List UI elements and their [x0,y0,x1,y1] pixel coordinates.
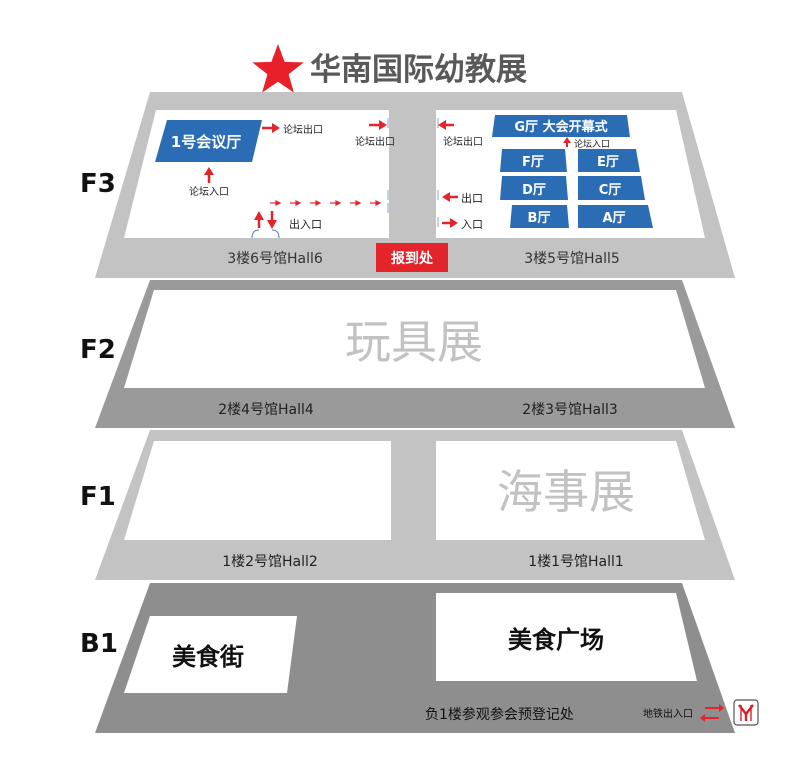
room-b-label: B厅 [528,211,551,226]
f3-right-hall-label: 3楼5号馆Hall5 [524,251,620,267]
forum-exit-label-2: 论坛出口 [355,135,395,148]
food-plaza-label: 美食广场 [508,626,604,654]
room-g-opening-ceremony[interactable] [492,115,630,137]
door-icon [251,229,280,239]
arrow-up-icon [204,167,214,183]
room-1-label: 1号会议厅 [171,133,241,151]
exit-entrance-label: 出入口 [289,217,322,231]
f1-right-hall-area [436,441,705,540]
entrance-label: 入口 [461,218,483,231]
map-title: 华南国际幼教展 [310,52,527,88]
room-a-label: A厅 [602,211,625,226]
star-icon [252,44,304,93]
f3-left-hall-label: 3楼6号馆Hall6 [227,251,323,267]
arrow-up-icon [254,211,264,228]
arrow-up-icon [563,137,571,147]
food-plaza-area[interactable] [436,593,697,681]
arrow-right-icon [262,123,280,133]
arrow-down-icon [267,211,277,229]
food-street-label: 美食街 [172,643,244,671]
door-marks [387,118,439,227]
metro-icon[interactable] [733,699,759,726]
room-f-label: F厅 [522,155,544,170]
room-e-label: E厅 [597,155,619,170]
arrow-right-icon [369,120,387,130]
f2-exhibit-label: 玩具展 [345,315,483,369]
room-a[interactable] [578,205,653,228]
room-d-label: D厅 [522,183,546,198]
f1-exhibit-label: 海事展 [497,465,635,519]
metro-arrows-icon [700,704,724,722]
arrow-left-icon [438,120,454,130]
metro-label: 地铁出入口 [643,707,693,720]
f2-left-hall-label: 2楼4号馆Hall4 [218,402,314,418]
floor-f3: 1号会议厅 论坛出口 论坛出口 论坛入口 [95,92,735,278]
forum-exit-label-1: 论坛出口 [283,123,323,136]
floor-label-f3: F3 [80,169,116,199]
floor-f2: 玩具展 2楼4号馆Hall4 2楼3号馆Hall3 [95,280,735,428]
room-c[interactable] [578,176,645,200]
f2-hall-area [124,290,705,388]
forum-entrance-label-right: 论坛入口 [574,138,610,150]
forum-entrance-label: 论坛入口 [189,185,229,198]
room-c-label: C厅 [599,183,622,198]
room-d[interactable] [500,176,568,200]
arrow-left-icon [442,192,458,202]
floor-label-b1: B1 [80,629,118,659]
f1-left-hall-label: 1楼2号馆Hall2 [222,554,318,570]
checkin-desk[interactable] [376,243,448,272]
floor-f1: 海事展 1楼2号馆Hall2 1楼1号馆Hall1 [95,430,735,580]
forum-exit-label-right: 论坛出口 [443,135,483,148]
floor-b1: 美食街 美食广场 负1楼参观参会预登记处 地铁出入口 [95,583,735,733]
room-e[interactable] [578,149,640,172]
floor-label-f1: F1 [80,482,116,512]
registration-label: 负1楼参观参会预登记处 [425,706,574,723]
f1-left-hall-area [124,441,391,540]
arrow-right-icon [442,218,458,228]
checkin-label: 报到处 [391,250,434,267]
exit-label: 出口 [461,191,483,205]
f2-right-hall-label: 2楼3号馆Hall3 [522,402,618,418]
room-b[interactable] [510,205,569,228]
room-g-label: G厅 大会开幕式 [514,119,607,135]
room-f[interactable] [500,149,567,172]
food-street-area[interactable] [124,616,297,693]
room-1-conference[interactable] [155,120,262,162]
floor-label-f2: F2 [80,335,116,365]
f1-right-hall-label: 1楼1号馆Hall1 [528,554,624,570]
route-arrows [270,200,382,206]
